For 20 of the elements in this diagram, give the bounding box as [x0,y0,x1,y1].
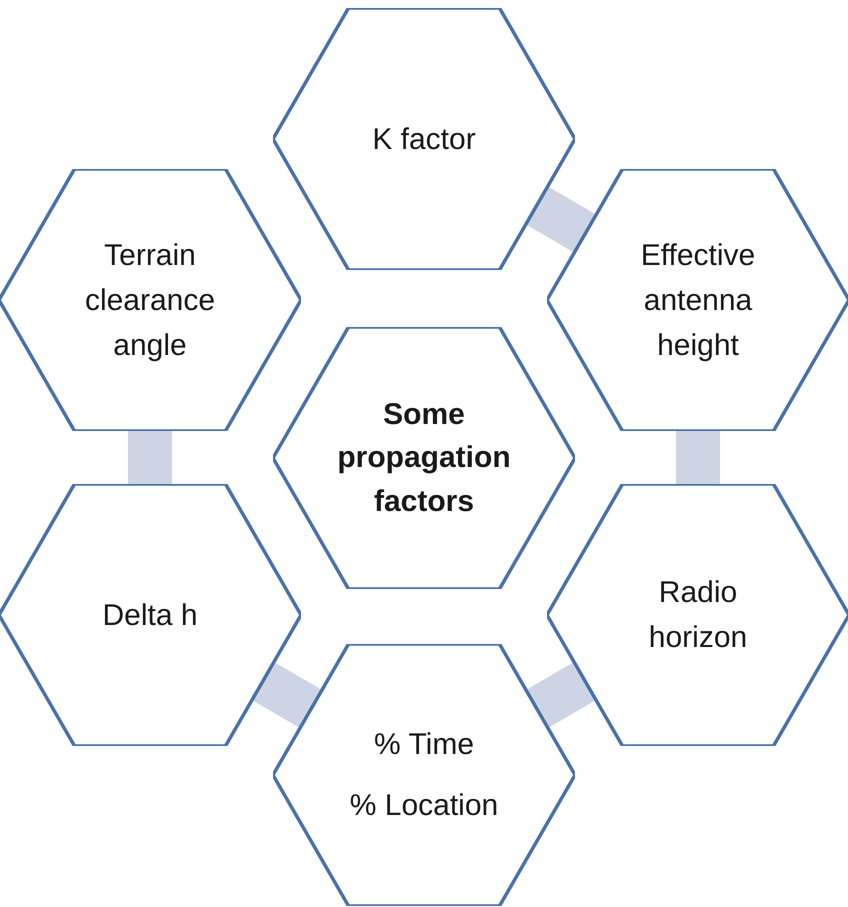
hexagon-label: Delta h [102,598,198,634]
connector-band [128,431,172,484]
hexagon-label: K factor [372,122,476,158]
connector-band [676,431,720,484]
hexagon-label: Some propagation factors [336,396,512,520]
hexagon [547,484,848,746]
hexagon-label: % Time [374,727,474,763]
hexagon-label: Radio horizon [648,575,748,656]
hexagon [547,169,848,431]
hexagon [273,8,575,270]
hexagon-label: Effective antenna height [640,238,756,364]
connector-band [526,186,596,253]
hexagon-label: % Location [350,788,498,824]
hexagon [0,169,301,431]
hexagon [273,644,575,906]
hexagon-label: Terrain clearance angle [84,238,216,364]
hexagon [0,484,301,746]
hexagon [273,327,575,589]
connector-band [526,662,596,728]
connector-band [252,662,322,728]
